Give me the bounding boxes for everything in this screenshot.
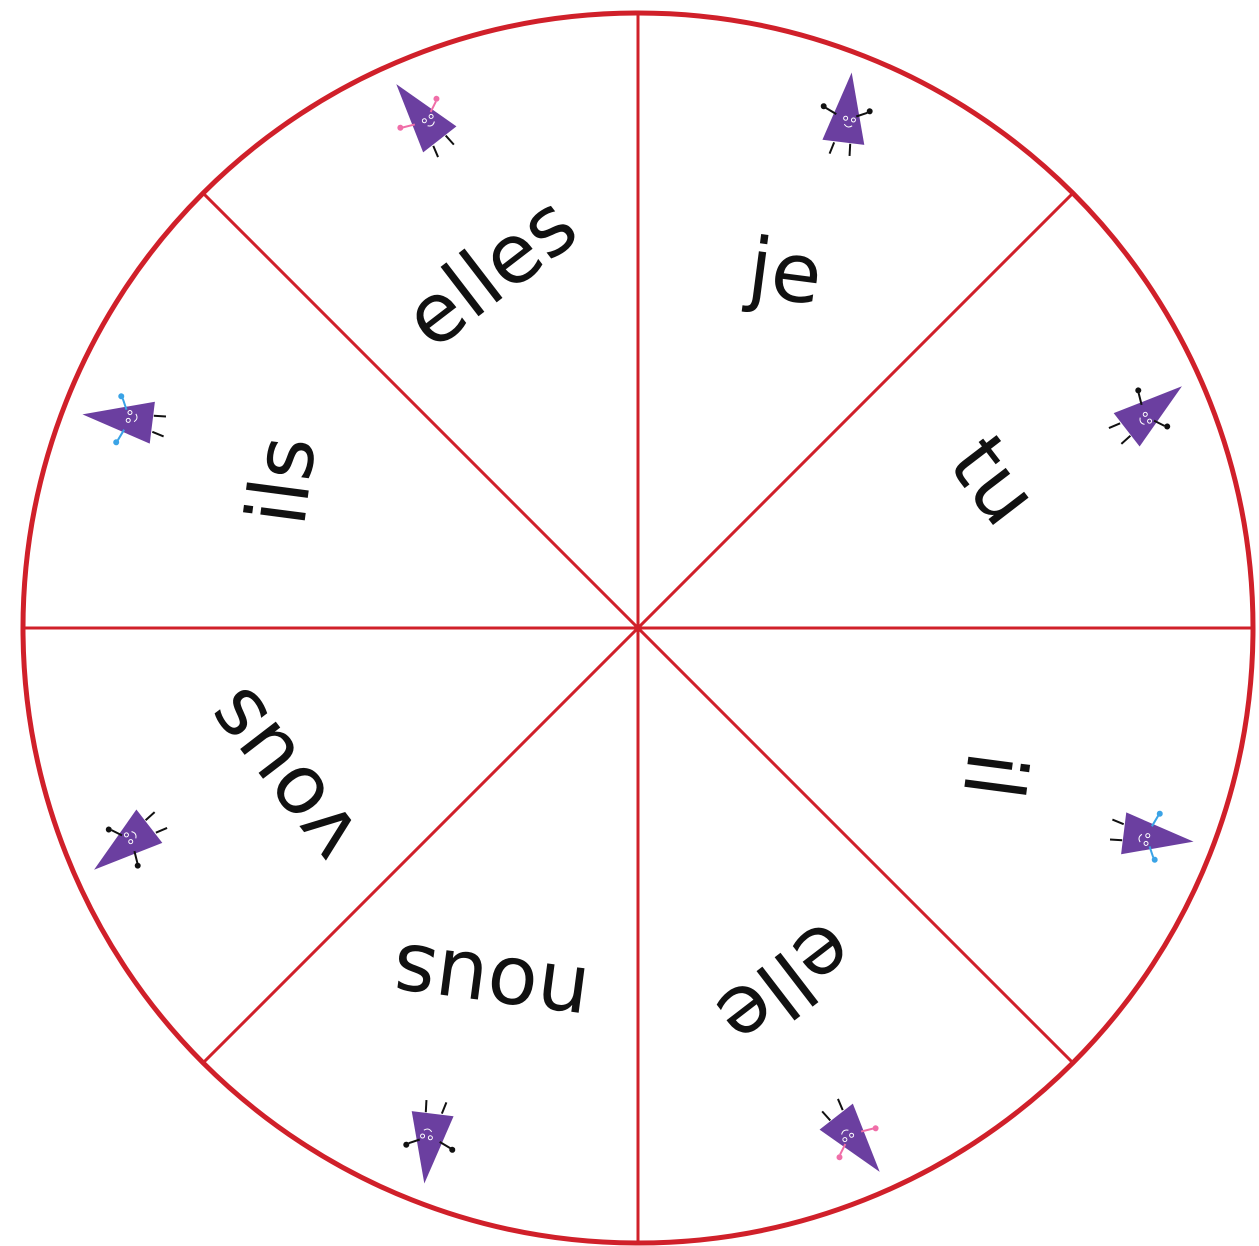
segment-tu: tu [930, 367, 1197, 543]
creature-triangle-icon [811, 67, 880, 160]
creature-triangle-icon [77, 386, 170, 455]
pronoun-label: tu [930, 418, 1057, 543]
segment-je: je [741, 67, 880, 324]
pronoun-label: elles [387, 177, 595, 368]
segment-dividers [23, 13, 1253, 1243]
pronoun-label: ils [229, 431, 335, 531]
creature-triangle-icon [78, 800, 177, 889]
pronoun-label: il [944, 747, 1044, 805]
creature-triangle-icon [377, 68, 466, 167]
segment-elle: elle [698, 901, 899, 1187]
pronoun-label: nous [387, 924, 595, 1044]
pronoun-label: elle [698, 901, 872, 1066]
pronoun-label: vous [186, 670, 379, 881]
creature-triangle-icon [1105, 801, 1198, 870]
pronoun-label: je [741, 220, 828, 324]
segment-il: il [944, 747, 1199, 870]
segment-nous: nous [387, 924, 595, 1189]
creature-triangle-icon [810, 1089, 899, 1188]
segment-vous: vous [78, 670, 378, 889]
segment-ils: ils [77, 386, 335, 531]
segment-elles: elles [377, 68, 595, 367]
creature-triangle-icon [1099, 367, 1198, 456]
creature-triangle-icon [396, 1095, 465, 1188]
